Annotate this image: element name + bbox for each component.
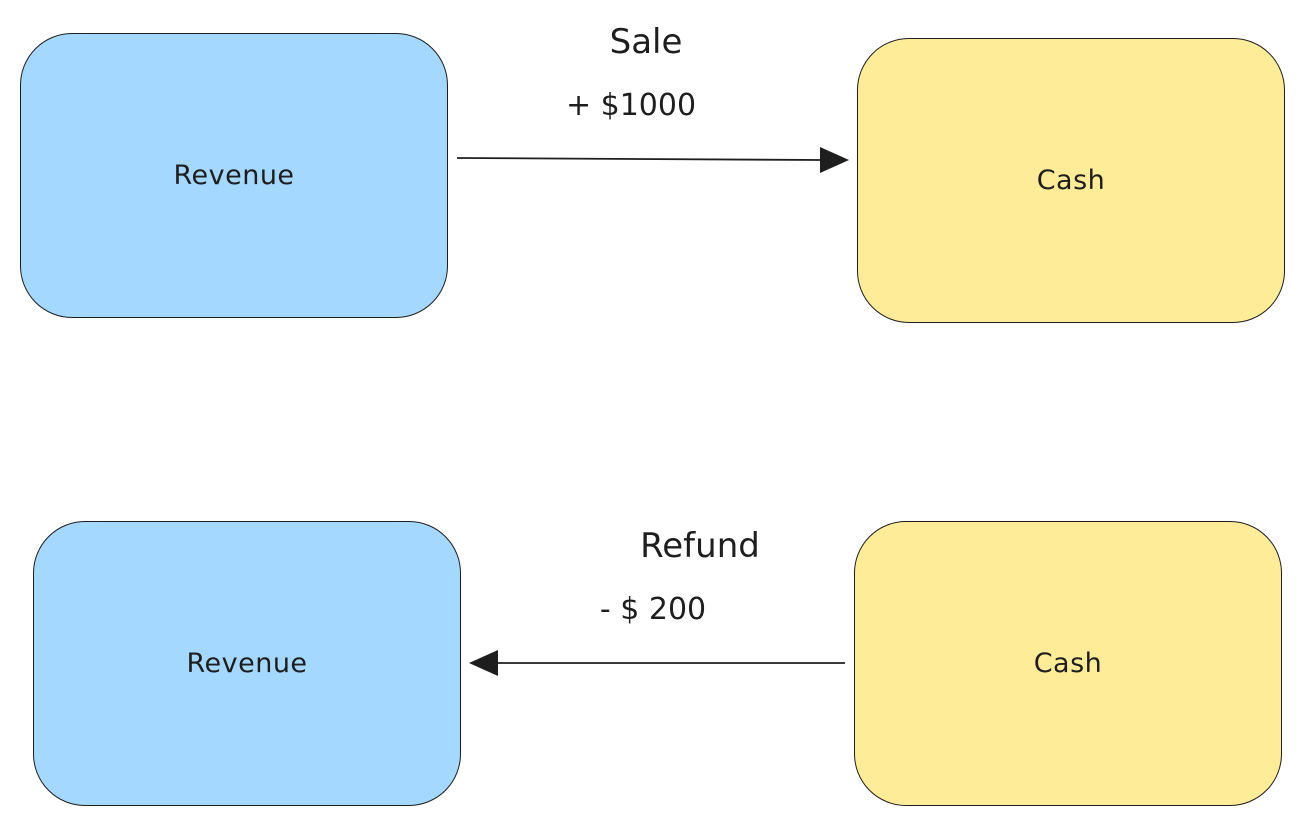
sale-amount: + $1000	[565, 88, 697, 123]
revenue-box-refund: Revenue	[33, 521, 461, 806]
refund-arrowhead	[469, 650, 498, 676]
cash-box-refund: Cash	[854, 521, 1282, 806]
sale-arrowhead	[820, 147, 849, 173]
refund-amount: - $ 200	[599, 592, 707, 627]
cash-label: Cash	[1033, 648, 1103, 679]
sale-title: Sale	[609, 22, 683, 62]
cash-label: Cash	[1036, 165, 1106, 196]
sale-arrow-line	[456, 157, 823, 161]
revenue-box-sale: Revenue	[20, 33, 448, 318]
refund-title: Refund	[640, 526, 760, 566]
cash-box-sale: Cash	[857, 38, 1285, 323]
sale-arrow	[456, 147, 849, 173]
revenue-label: Revenue	[186, 648, 308, 679]
refund-arrow	[469, 650, 845, 676]
revenue-label: Revenue	[173, 160, 295, 191]
